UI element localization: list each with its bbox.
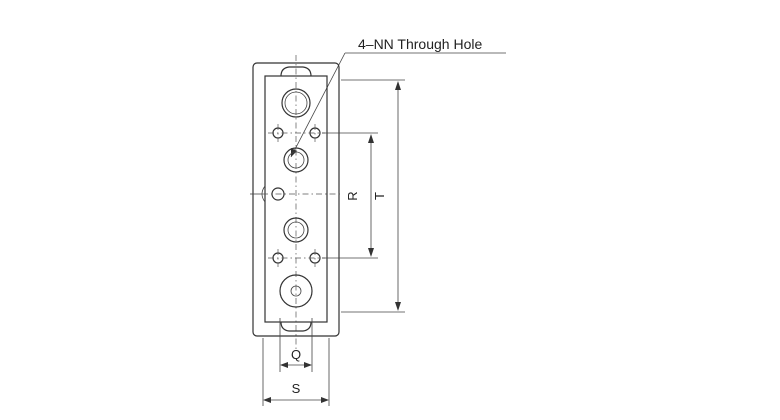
dimension-q: Q bbox=[279, 318, 313, 372]
port-bottom-inner bbox=[290, 285, 302, 297]
dimension-s: S bbox=[262, 338, 330, 406]
s-arrow-left bbox=[263, 397, 271, 403]
port-upper bbox=[283, 147, 309, 173]
through-holes bbox=[268, 124, 325, 267]
body-outer-outline bbox=[252, 62, 340, 337]
q-arrow-left bbox=[280, 362, 288, 368]
callout-label: 4–NN Through Hole bbox=[358, 36, 482, 52]
t-label: T bbox=[372, 192, 387, 200]
ports bbox=[262, 88, 340, 308]
port-bottom bbox=[279, 274, 313, 308]
top-cap bbox=[280, 66, 312, 77]
port-upper-inner bbox=[287, 151, 305, 169]
callout-leader-diagonal bbox=[290, 52, 346, 158]
q-arrow-right bbox=[304, 362, 312, 368]
port-lower bbox=[283, 217, 309, 243]
t-arrow-top bbox=[395, 81, 401, 90]
dimension-t: T bbox=[341, 79, 405, 313]
body-inner-outline bbox=[264, 75, 328, 323]
q-label: Q bbox=[291, 347, 301, 362]
t-arrow-bottom bbox=[395, 302, 401, 311]
r-label: R bbox=[345, 191, 360, 200]
bottom-cap bbox=[280, 321, 312, 332]
r-arrow-bottom bbox=[368, 248, 374, 257]
manifold-body bbox=[250, 62, 340, 337]
port-lower-inner bbox=[287, 221, 305, 239]
port-top-inner bbox=[284, 91, 308, 115]
r-arrow-top bbox=[368, 134, 374, 143]
s-arrow-right bbox=[321, 397, 329, 403]
port-top bbox=[281, 88, 311, 118]
through-hole-callout: 4–NN Through Hole bbox=[290, 36, 506, 158]
s-label: S bbox=[292, 381, 301, 396]
dimension-r: R bbox=[322, 132, 378, 259]
